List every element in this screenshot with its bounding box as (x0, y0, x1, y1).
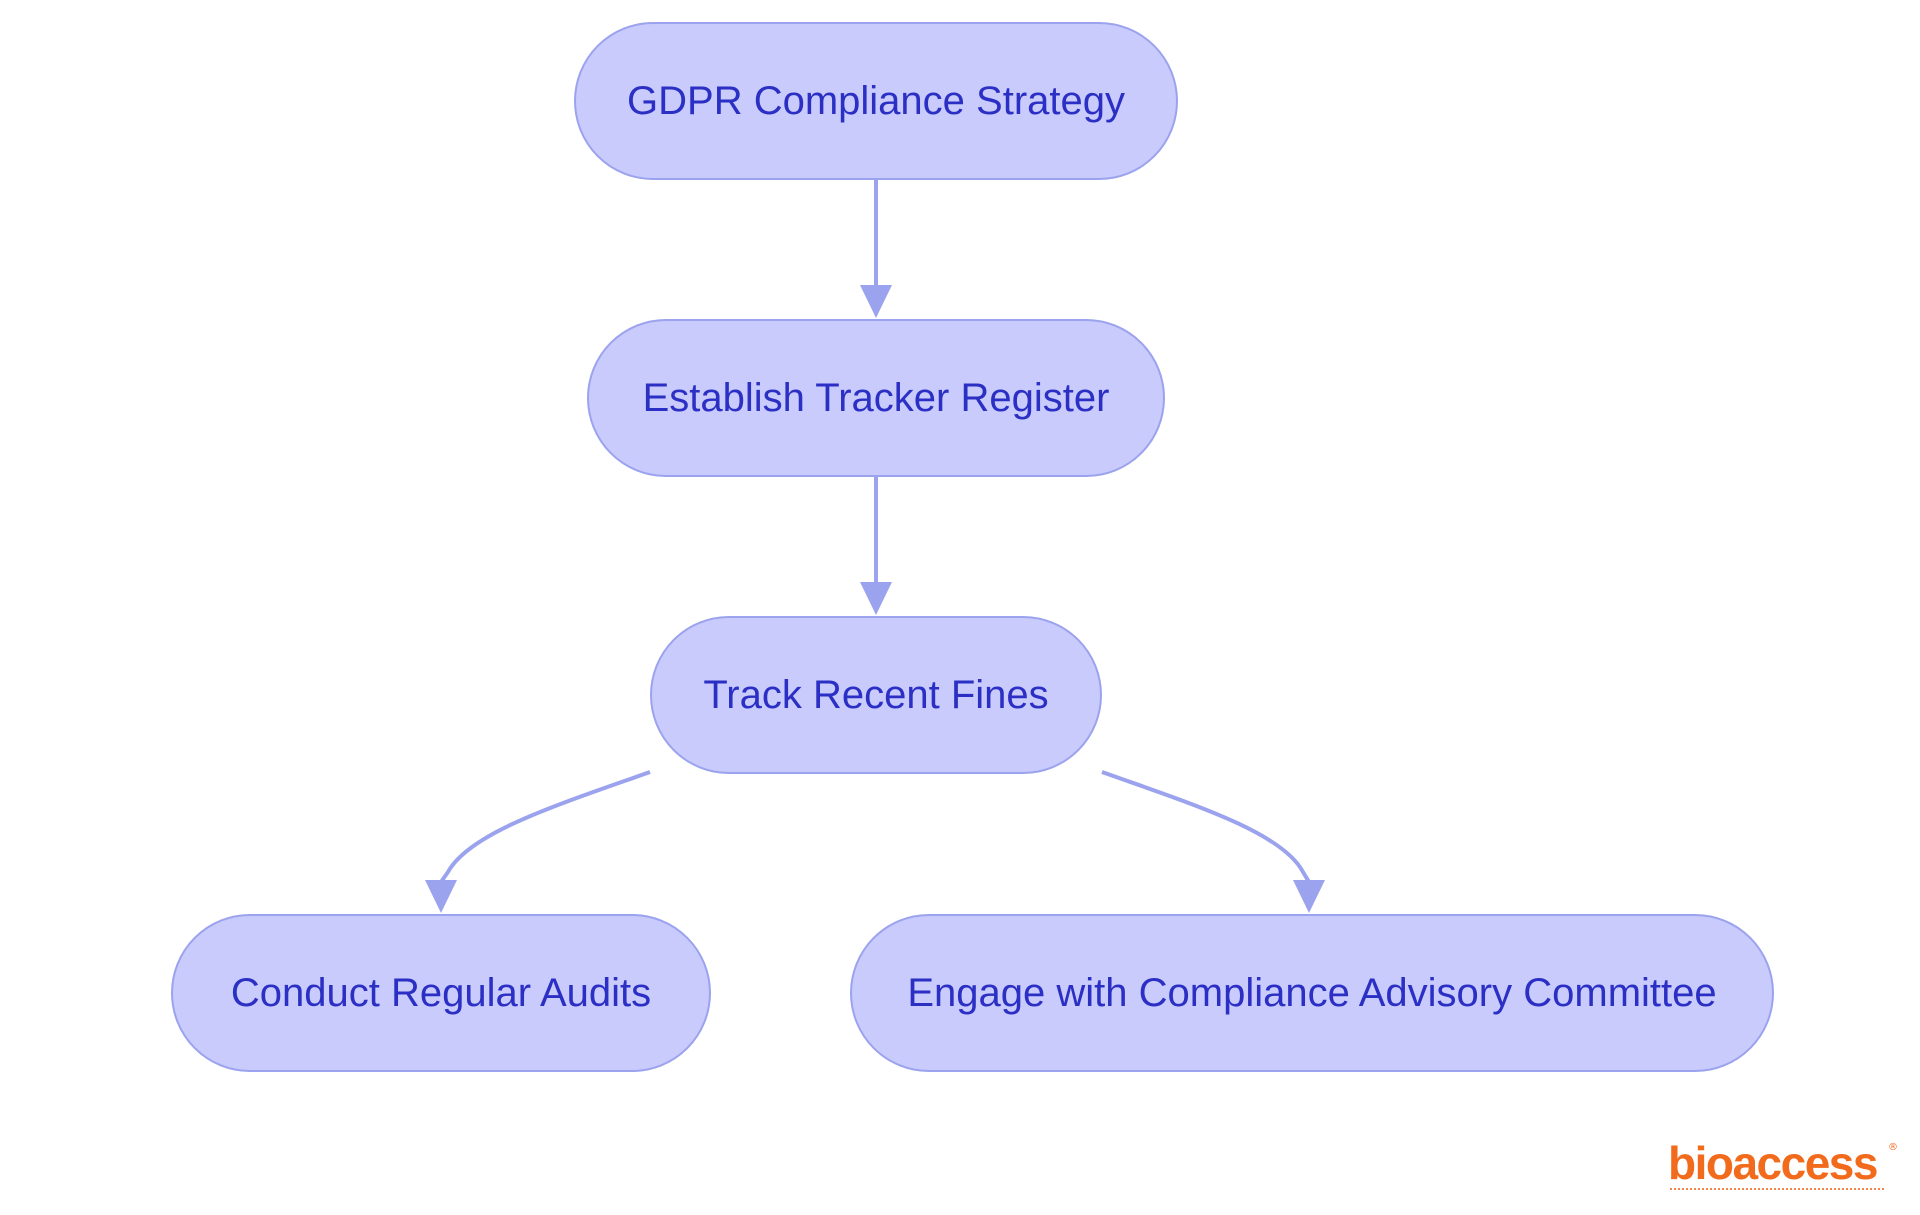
node-label: Track Recent Fines (703, 672, 1049, 717)
node-gdpr-compliance-strategy: GDPR Compliance Strategy (574, 22, 1178, 180)
node-label: Establish Tracker Register (642, 375, 1110, 420)
edge-fines-to-audits (439, 770, 651, 884)
node-conduct-regular-audits: Conduct Regular Audits (171, 914, 711, 1072)
node-label: Engage with Compliance Advisory Committe… (907, 970, 1717, 1015)
logo-wordmark: bioaccess (1668, 1137, 1878, 1189)
arrowhead-to-fines (860, 582, 892, 615)
node-label: GDPR Compliance Strategy (627, 78, 1125, 123)
edge-fines-to-engage (1101, 770, 1311, 884)
node-track-recent-fines: Track Recent Fines (650, 616, 1102, 774)
node-establish-tracker-register: Establish Tracker Register (587, 319, 1165, 477)
arrowhead-to-engage (1293, 880, 1325, 913)
registered-mark: ® (1888, 1142, 1898, 1153)
arrowhead-to-tracker (860, 285, 892, 318)
bioaccess-logo: bioaccess ® (1668, 1137, 1898, 1198)
logo-tagline-graphic (1670, 1188, 1884, 1193)
arrowhead-to-audits (425, 880, 457, 913)
node-engage-compliance-advisory-committee: Engage with Compliance Advisory Committe… (850, 914, 1774, 1072)
node-label: Conduct Regular Audits (230, 970, 652, 1015)
